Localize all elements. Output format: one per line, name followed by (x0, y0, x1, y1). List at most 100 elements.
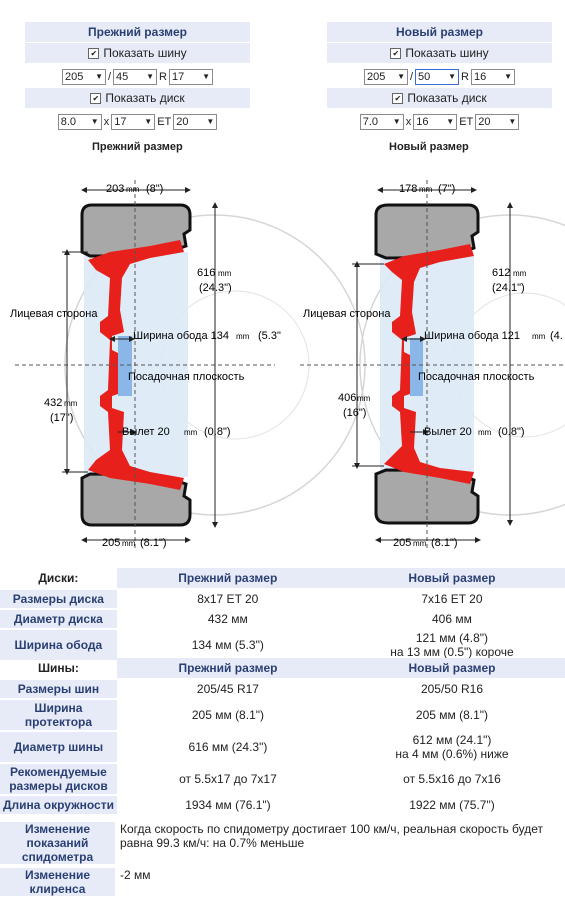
table-row: Длина окружности 1934 мм (76.1") 1922 мм… (0, 796, 565, 814)
old-rim-width-in: (5.3" (258, 330, 281, 342)
new-show-disk-checkbox[interactable]: ✔Показать диск (327, 88, 552, 108)
clearance-change-text: -2 мм (120, 868, 151, 882)
old-face-side-label: Лицевая сторона (10, 308, 98, 320)
old-tire-profile-select[interactable]: 45▼ (113, 68, 158, 85)
checkbox-checked-icon: ✔ (390, 48, 402, 60)
new-disk-width-select[interactable]: 7.0▼ (359, 113, 404, 130)
dropdown-arrow-icon: ▼ (144, 116, 153, 126)
new-tire-diam-in: (24.1") (492, 282, 525, 294)
new-disk-diameter-select[interactable]: 16▼ (413, 113, 458, 130)
tires-table: Шины: Прежний размер Новый размер Размер… (0, 656, 565, 816)
old-tire-diam-value: 616 (197, 267, 215, 279)
old-rim-width-label: Ширина обода 134 (133, 330, 229, 342)
tires-section-label: Шины: (37, 661, 79, 675)
disks-header-row: Диски: Прежний размер Новый размер (0, 568, 565, 588)
table-row: Размеры шин 205/45 R17 205/50 R16 (0, 680, 565, 698)
new-tire-profile-select[interactable]: 50▼ (415, 68, 460, 85)
dropdown-arrow-icon: ▼ (397, 71, 405, 81)
old-tire-width-select[interactable]: 205▼ (61, 68, 106, 85)
checkbox-checked-icon: ✔ (88, 48, 100, 60)
table-row: Рекомендуемые размеры дисков от 5.5x17 д… (0, 764, 565, 794)
dropdown-arrow-icon: ▼ (446, 116, 455, 126)
old-rim-diam-unit: mm (64, 399, 78, 408)
old-mount-plane-label: Посадочная плоскость (128, 371, 245, 383)
old-tread-width-value: 205 (102, 537, 120, 549)
new-offset-label: Вылет 20 (424, 426, 472, 438)
dropdown-arrow-icon: ▼ (202, 71, 210, 81)
new-tire-rim-select[interactable]: 16▼ (471, 68, 515, 85)
dropdown-arrow-icon: ▼ (392, 116, 401, 126)
old-tire-rim-select[interactable]: 17▼ (169, 68, 213, 85)
dropdown-arrow-icon: ▼ (95, 71, 103, 81)
table-row: Размеры диска 8x17 ET 20 7x16 ET 20 (0, 590, 565, 608)
new-tire-width-select[interactable]: 205▼ (363, 68, 408, 85)
old-rim-diam-in: (17") (50, 412, 73, 424)
new-offset-in: (0.8") (498, 426, 525, 438)
new-mount-plane-label: Посадочная плоскость (418, 371, 535, 383)
old-offset-unit: mm (184, 428, 198, 437)
table-row: Ширина обода 134 мм (5.3") 121 мм (4.8")… (0, 630, 565, 660)
old-show-tire-checkbox[interactable]: ✔Показать шину (25, 43, 250, 63)
dropdown-arrow-icon: ▼ (504, 71, 512, 81)
old-tire-width-unit: mm (126, 185, 140, 194)
wheel-comparison-diagram: 203 mm (8") 205 mm (8.1") 616 mm (24.3")… (10, 180, 565, 550)
disks-col-new: Новый размер (338, 568, 565, 588)
old-tire-width-value: 203 (106, 183, 124, 195)
table-row: Диаметр диска 432 мм 406 мм (0, 610, 565, 628)
speedo-change-text: Когда скорость по спидометру достигает 1… (120, 822, 544, 850)
new-hub-face (410, 338, 423, 396)
dropdown-arrow-icon: ▼ (508, 116, 517, 126)
old-diagram-title: Прежний размер (92, 141, 183, 153)
new-rim-diam-value: 406 (338, 392, 356, 404)
clearance-change-label: Изменение клиренса (0, 868, 115, 896)
new-rim-width-in: (4. (550, 330, 563, 342)
new-diagram-title: Новый размер (389, 141, 469, 153)
new-tire-diam-unit: mm (513, 269, 527, 278)
new-rim-diam-unit: mm (357, 394, 371, 403)
checkbox-checked-icon: ✔ (392, 93, 404, 105)
old-tread-width-unit: mm (122, 539, 136, 548)
new-tread-width-unit: mm (413, 539, 427, 548)
disks-col-old: Прежний размер (116, 568, 339, 588)
disks-table: Диски: Прежний размер Новый размер Разме… (0, 566, 565, 662)
new-rim-width-unit: mm (532, 332, 546, 341)
old-rim-diam-value: 432 (44, 397, 62, 409)
old-hub-face (118, 336, 132, 396)
new-rim-width-label: Ширина обода 121 (424, 330, 520, 342)
old-tire-width-in: (8") (146, 183, 163, 195)
new-disk-et-select[interactable]: 20▼ (475, 113, 520, 130)
old-disk-diameter-select[interactable]: 17▼ (111, 113, 156, 130)
dropdown-arrow-icon: ▼ (90, 116, 99, 126)
old-tire-diam-unit: mm (218, 269, 232, 278)
new-wheel-drawing: 178 mm (7") 205 mm (8.1") 612 mm (24.1")… (300, 180, 565, 550)
new-tire-diam-value: 612 (492, 267, 510, 279)
disks-section-label: Диски: (38, 571, 79, 585)
old-rim-width-unit: mm (236, 332, 250, 341)
dropdown-arrow-icon: ▼ (146, 71, 155, 81)
old-rim-profile (88, 240, 184, 490)
new-tire-width-value: 178 (399, 183, 417, 195)
tires-col-new: Новый размер (338, 658, 565, 678)
new-tire-width-unit: mm (419, 185, 433, 194)
speedo-change-label: Изменение показаний спидометра (0, 822, 115, 864)
new-tread-width-value: 205 (393, 537, 411, 549)
new-rim-profile (384, 244, 474, 484)
new-offset-unit: mm (478, 428, 492, 437)
new-face-side-label: Лицевая сторона (303, 308, 391, 320)
old-disk-width-select[interactable]: 8.0▼ (57, 113, 102, 130)
old-offset-label: Вылет 20 (122, 426, 170, 438)
new-show-tire-checkbox[interactable]: ✔Показать шину (327, 43, 552, 63)
old-show-disk-checkbox[interactable]: ✔Показать диск (25, 88, 250, 108)
tires-header-row: Шины: Прежний размер Новый размер (0, 658, 565, 678)
old-tire-diam-in: (24.3") (199, 282, 232, 294)
old-disk-et-select[interactable]: 20▼ (173, 113, 218, 130)
new-rim-diam-in: (16") (343, 407, 366, 419)
table-row: Диаметр шины 616 мм (24.3") 612 мм (24.1… (0, 732, 565, 762)
tires-col-old: Прежний размер (116, 658, 339, 678)
